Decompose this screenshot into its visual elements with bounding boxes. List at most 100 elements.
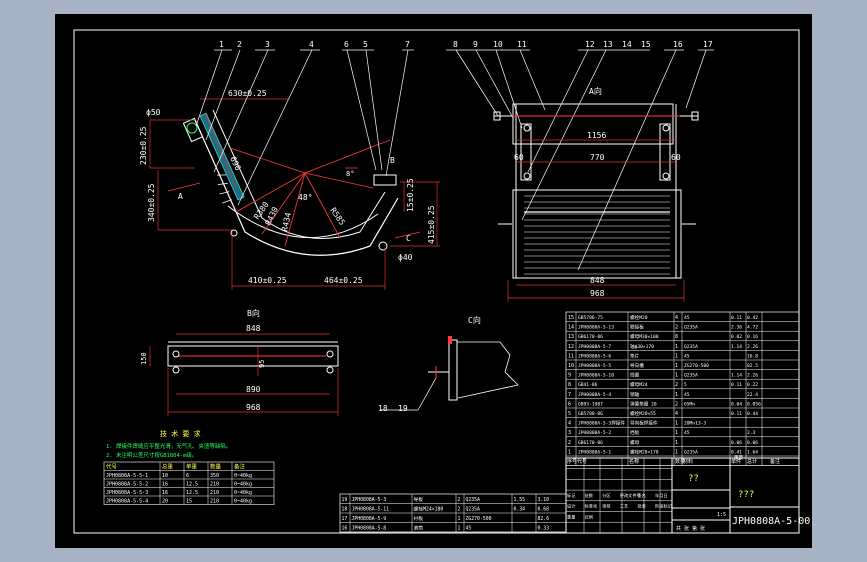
- balloon-10: 10: [493, 40, 503, 49]
- lower-bom-cell: 2: [458, 507, 461, 513]
- bom-qty: 8: [675, 334, 678, 340]
- top-bracket: [182, 117, 204, 143]
- c-view: C向 18 19: [378, 315, 519, 413]
- bom-unit-weight: 0.11: [731, 315, 742, 321]
- bom-total-weight: 0.056: [747, 401, 761, 407]
- bom-material: 65Mn: [684, 401, 695, 407]
- bom-total-weight: 1.64: [747, 449, 758, 455]
- b-dim-95: 95: [258, 360, 266, 368]
- label-b: B: [390, 156, 395, 165]
- bom-name: 轴ϕ30×170: [630, 343, 654, 350]
- bom-no: 4: [568, 421, 571, 427]
- notes-cell: JPH0808A-5-5-1: [106, 473, 148, 479]
- dim-phi50: ϕ50: [146, 108, 161, 117]
- dim-464: 464±0.25: [324, 276, 363, 285]
- bom-unit-weight: 0.06: [731, 440, 742, 446]
- a-dim-60-left: 60: [514, 153, 524, 162]
- bom-code: JPH0808A-5-7: [578, 344, 611, 350]
- bom-name: 螺栓M20×170: [630, 448, 659, 455]
- notes-head-cell: 代号: [106, 463, 118, 471]
- title-scale: 1:5: [717, 512, 726, 518]
- track-line: [227, 205, 379, 239]
- bom-head-cell: 序号: [567, 458, 577, 465]
- bom-head-cell: 单件: [731, 458, 741, 465]
- bom-name: 螺母M30×100: [630, 333, 659, 340]
- dim-48deg: 48°: [298, 193, 312, 202]
- lower-bom-cell: 滚筒: [414, 525, 424, 532]
- lower-bom-cell: Q235A: [466, 497, 481, 503]
- lower-bom-cell: JPH0808A-5-3: [352, 497, 387, 503]
- b-view-plate: [167, 345, 339, 367]
- bom-total-weight: 16.8: [747, 353, 758, 359]
- lower-bom-cell: 0.34: [514, 507, 526, 513]
- lower-bom-cell: 衬板: [414, 515, 424, 522]
- bom-qty: 1: [675, 344, 678, 350]
- bom-unit-weight: 1.14: [731, 344, 742, 350]
- balloon-19: 19: [398, 404, 408, 413]
- bom-no: 7: [568, 392, 571, 398]
- notes-cell: 210: [210, 490, 219, 496]
- bom-no: 6: [568, 401, 571, 407]
- bom-name: 垫片: [630, 352, 640, 359]
- balloon-7: 7: [405, 40, 410, 49]
- balloon-3: 3: [265, 40, 270, 49]
- balloon-2: 2: [237, 40, 242, 49]
- notes-cell: 210: [210, 482, 219, 488]
- b-view: B向 848 890 968 150 95: [140, 308, 339, 416]
- lower-bom-cell: 1: [458, 526, 461, 532]
- pin-hole-right: [378, 241, 388, 251]
- b-view-dims: [149, 333, 339, 416]
- balloon-14: 14: [622, 40, 632, 49]
- bom-name: 螺母M24: [630, 381, 648, 388]
- bom-unit-weight: 0.04: [731, 401, 742, 407]
- bom-total-weight: 82.5: [747, 363, 758, 369]
- title-block-label: 标记: [567, 492, 576, 499]
- a-dim-1156: 1156: [587, 131, 606, 140]
- b-dim-848: 848: [246, 324, 261, 333]
- notes-cell: 10: [162, 473, 168, 479]
- pin-hole-left: [230, 229, 238, 237]
- bom-qty: 2: [675, 401, 678, 407]
- bom-total-weight: 4.72: [747, 325, 758, 331]
- notes-cell: 12.5: [186, 482, 198, 488]
- drawing-sheet: [55, 14, 812, 548]
- title-block-label: 审核: [602, 503, 611, 510]
- lower-bom-cell: 19: [342, 497, 348, 503]
- bom-code: GB5780-86: [578, 411, 603, 417]
- bom-unit-weight: 1.14: [731, 373, 742, 379]
- bom-code: JPH0808A-5-4: [578, 392, 611, 398]
- dim-r434: R434: [280, 212, 293, 233]
- lower-bom-cell: 0.33: [538, 526, 550, 532]
- bom-code: JPH0808A-5-13: [578, 325, 614, 331]
- pin-hole-top: [186, 122, 198, 134]
- a-dim-968: 968: [590, 289, 605, 298]
- leader-lines: [195, 49, 714, 271]
- notes-cell: 15: [186, 499, 192, 505]
- right-bracket: [373, 174, 397, 186]
- title-block-label: 标准化: [585, 503, 598, 510]
- bom-qty: 1: [675, 430, 678, 436]
- balloon-12: 12: [585, 40, 595, 49]
- lower-bom-cell: JPH0808A-5-8: [352, 526, 387, 532]
- bom-name: 导向槽: [630, 362, 644, 369]
- title-block-label: 批准: [637, 503, 645, 510]
- sheet-border: [73, 29, 800, 534]
- bom-material: 45: [684, 430, 690, 436]
- bom-no: 3: [568, 430, 571, 436]
- bom-unit-weight: 2.36: [731, 325, 742, 331]
- lower-bom-cell: JPH0808A-5-9: [352, 516, 387, 522]
- c-view-title: C向: [468, 315, 481, 325]
- bom-qty: 4: [675, 411, 678, 417]
- bom-total-weight: 0.16: [747, 334, 758, 340]
- lower-bom-cell: Q235A: [466, 507, 481, 513]
- notes-cell: 12.5: [186, 490, 198, 496]
- bom-name: 弹簧垫圈 20: [630, 400, 657, 407]
- notes-cell: 0~40kg: [234, 473, 252, 479]
- balloon-11: 11: [517, 40, 527, 49]
- bom-qty: 1: [675, 440, 678, 446]
- a-view-body: [512, 189, 682, 279]
- bom-material: 45: [684, 315, 690, 321]
